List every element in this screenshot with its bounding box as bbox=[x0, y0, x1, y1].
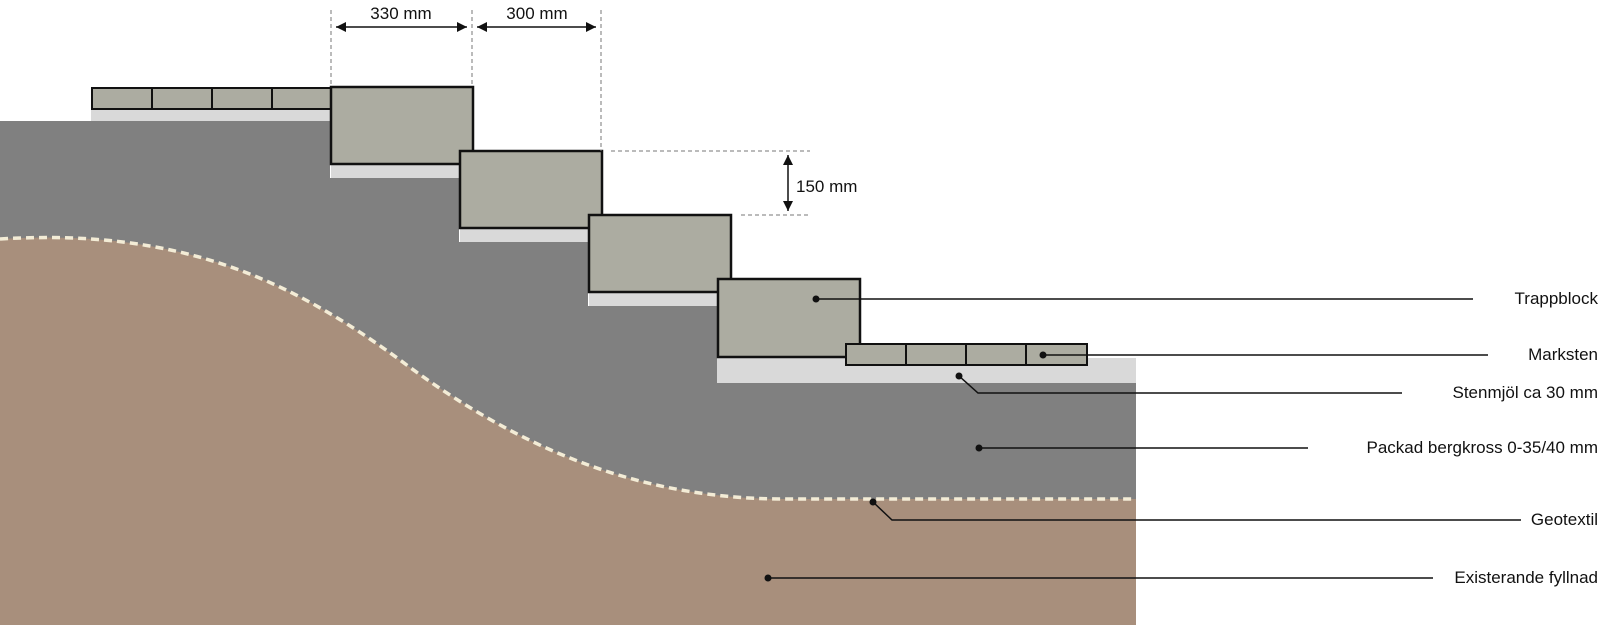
stenmjol-step-1 bbox=[331, 165, 461, 178]
leader-dots bbox=[764, 295, 1047, 582]
dimension-label-150: 150 mm bbox=[796, 177, 857, 196]
label-marksten: Marksten bbox=[1528, 345, 1598, 364]
leader-lines bbox=[768, 298, 1521, 579]
label-stenmjol: Stenmjöl ca 30 mm bbox=[1453, 383, 1599, 402]
dimension-guides bbox=[330, 10, 810, 216]
label-fyllnad: Existerande fyllnad bbox=[1454, 568, 1598, 587]
label-trappblock: Trappblock bbox=[1515, 289, 1599, 308]
label-geotextil: Geotextil bbox=[1531, 510, 1598, 529]
dimension-label-300: 300 mm bbox=[506, 4, 567, 23]
trappblock-3 bbox=[587, 213, 733, 294]
geotextil-line bbox=[0, 235, 1136, 501]
dimension-label-330: 330 mm bbox=[370, 4, 431, 23]
trappblock-2 bbox=[458, 149, 604, 230]
stenmjol-top-paving bbox=[91, 110, 331, 121]
label-bergkross: Packad bergkross 0-35/40 mm bbox=[1367, 438, 1599, 457]
stenmjol-step-2 bbox=[460, 229, 589, 242]
trappblock-4 bbox=[716, 277, 862, 359]
fyllnad-layer bbox=[0, 237, 1136, 625]
stenmjol-step-3 bbox=[589, 293, 718, 306]
trappblock-1 bbox=[329, 85, 475, 166]
marksten-top bbox=[91, 87, 333, 110]
